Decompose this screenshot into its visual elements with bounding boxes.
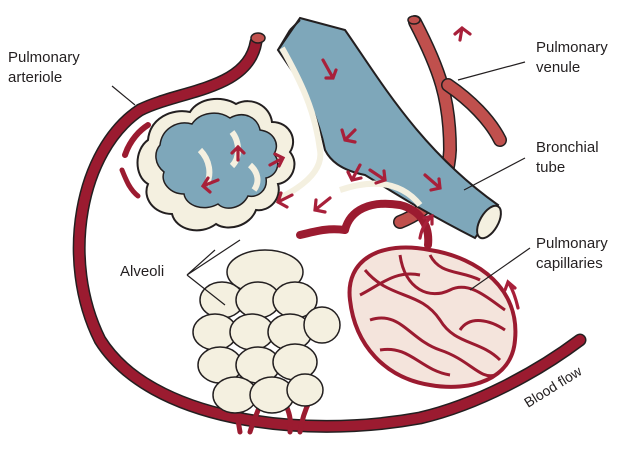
label-pulmonary-capillaries-line1: Pulmonary — [536, 235, 608, 252]
label-pulmonary-capillaries-line2: capillaries — [536, 255, 603, 272]
label-bronchial-tube-line1: Bronchial — [536, 139, 599, 156]
label-pulmonary-arteriole-line1: Pulmonary — [8, 49, 80, 66]
label-bronchial-tube-line2: tube — [536, 159, 565, 176]
label-pulmonary-arteriole-line2: arteriole — [8, 69, 62, 86]
label-pulmonary-venule-line2: venule — [536, 59, 580, 76]
alveoli-cluster — [193, 250, 340, 413]
label-pulmonary-venule-line1: Pulmonary — [536, 39, 608, 56]
label-alveoli: Alveoli — [120, 263, 164, 280]
